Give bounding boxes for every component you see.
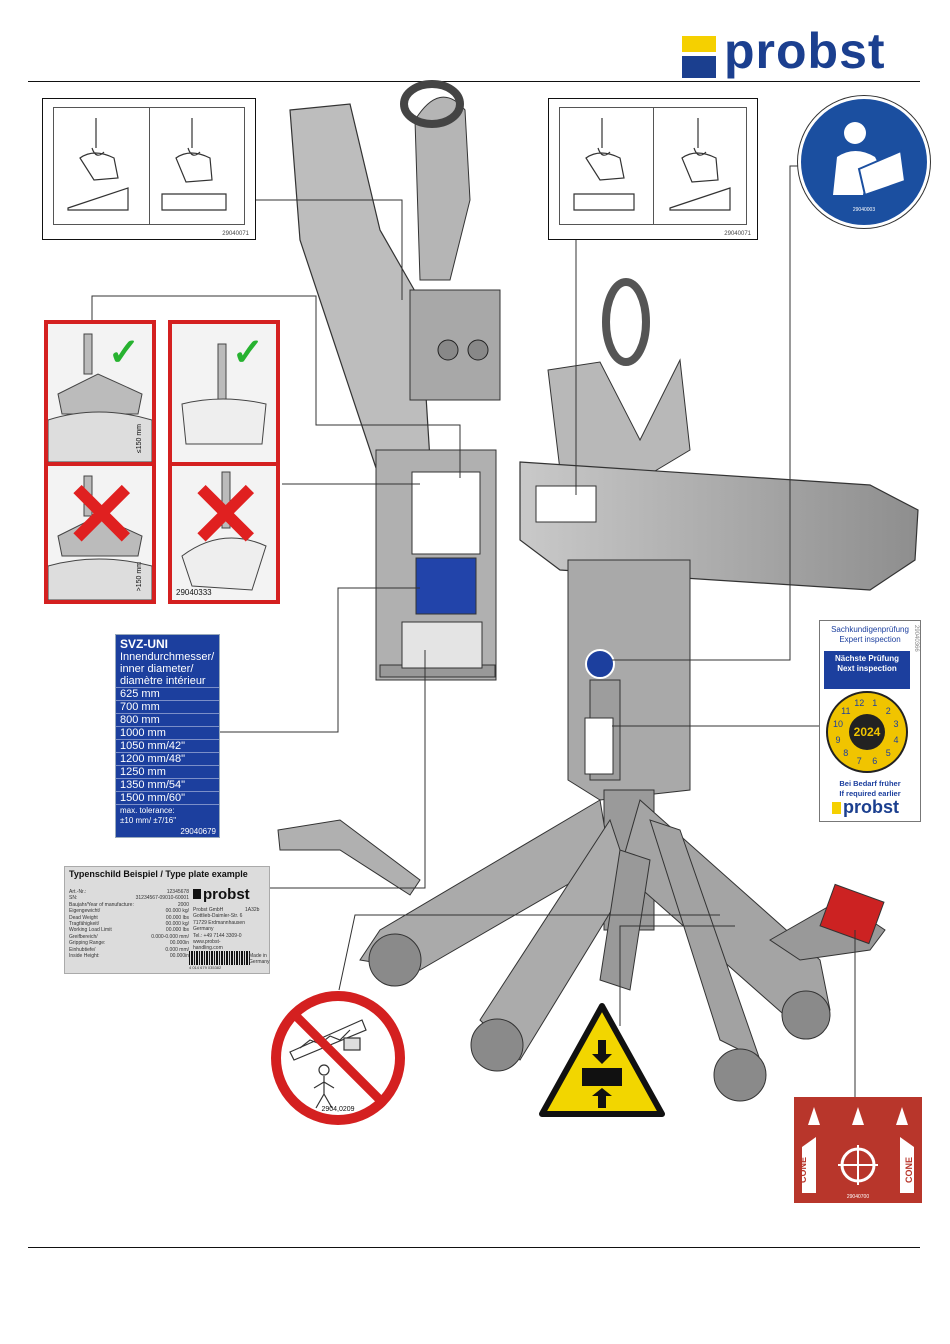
inspection-month-label: 11: [841, 706, 850, 716]
diameter-row: 800 mm: [116, 713, 219, 726]
barcode-digits: 4 014 679 035382: [189, 965, 222, 970]
probst-logo-text: probst: [724, 23, 886, 79]
tolerance-line: ±10 mm/ ±7/16": [120, 816, 177, 825]
diameter-row: 700 mm: [116, 700, 219, 713]
inspection-probst-logo: probst: [832, 797, 899, 818]
check-mark-icon: ✓: [232, 332, 264, 374]
grip-pictogram-right: 29040071: [548, 98, 758, 240]
read-manual-sign: 29040003: [798, 96, 930, 228]
diameter-table-code: 29040679: [180, 827, 216, 836]
check-mark-icon: ✓: [108, 332, 140, 374]
diameter-row: 1500 mm/60": [116, 791, 219, 804]
type-plate-logo: probst: [193, 886, 250, 903]
type-plate-labels: Art.-Nr.:SN:Baujahr/Year of manufacture:…: [69, 889, 134, 960]
diameter-row: 1350 mm/54": [116, 778, 219, 791]
inspection-month-label: 12: [854, 698, 864, 708]
read-manual-code: 29040003: [852, 207, 876, 213]
inspection-month-label: 9: [836, 735, 841, 745]
inspection-top-line: Expert inspection: [839, 635, 901, 644]
header-rule: [28, 81, 920, 82]
cone-left-label: CONE: [798, 1157, 808, 1184]
inspection-month-label: 5: [886, 748, 891, 758]
cone-sign: CONE CONE 29040700: [794, 1097, 922, 1203]
inspection-bottom-line: Bei Bedarf früher: [839, 779, 901, 788]
grip-lifting-icon: [67, 118, 227, 211]
barcode-icon: [189, 951, 251, 965]
inspection-month-label: 1: [872, 698, 877, 708]
grip-pictogram-left: 29040071: [42, 98, 256, 240]
footer-rule: [28, 1247, 920, 1248]
inspection-month-label: 4: [893, 735, 898, 745]
cross-mark-icon: ✕: [64, 466, 140, 566]
height-bad-label: >150 mm: [136, 562, 143, 592]
inspection-year: 2024: [853, 725, 881, 739]
grip-lifting-icon-2: [573, 118, 731, 211]
cross-mark-icon: ✕: [188, 466, 264, 566]
inspection-month-label: 3: [893, 719, 898, 729]
tolerance-line: max. tolerance:: [120, 806, 175, 815]
hook-bad-icon: [47, 475, 153, 601]
diameter-row: 1050 mm/42": [116, 739, 219, 752]
probst-logo-mark: [682, 36, 716, 80]
diameter-heading-line: diamètre intérieur: [120, 675, 206, 687]
hook-panel-code: 29040333: [176, 588, 212, 597]
read-manual-icon: [833, 122, 907, 197]
inspection-month-label: 10: [833, 719, 843, 729]
diameter-row: 1250 mm: [116, 765, 219, 778]
grip-right-code: 29040071: [724, 231, 751, 237]
inspection-badge: Sachkundigenprüfung Expert inspection Nä…: [819, 620, 921, 822]
hook-bad-panel-2: ✕ 29040333: [168, 462, 280, 604]
grip-left-code: 29040071: [222, 231, 249, 237]
inspection-bottom-line: If required earlier: [839, 789, 901, 798]
diameter-heading-line: inner diameter/: [120, 663, 194, 675]
next-inspection-banner: Nächste Prüfung Next inspection: [824, 651, 910, 689]
inspection-month-label: 6: [872, 756, 877, 766]
inspection-month-label: 8: [843, 748, 848, 758]
type-plate-model-code: 1A32b: [245, 907, 260, 913]
no-standing-under-load-icon: [271, 991, 405, 1125]
cone-code: 29040700: [846, 1194, 870, 1200]
hook-bad-panel-1: ✕ >150 mm: [44, 462, 156, 604]
inspection-month-label: 2: [886, 706, 891, 716]
hook-ok-panel-2: ✓: [168, 320, 280, 466]
diameter-row: 1200 mm/48": [116, 752, 219, 765]
inspection-top-line: Sachkundigenprüfung: [831, 625, 909, 634]
hook-bad-icon-2: [181, 471, 267, 591]
diameter-row: 625 mm: [116, 687, 219, 700]
cone-right-label: CONE: [904, 1157, 914, 1184]
no-standing-under-load-sign: 2904,0209: [270, 990, 406, 1126]
type-plate: Typenschild Beispiel / Type plate exampl…: [64, 866, 270, 974]
cone-arrows-icon: [802, 1107, 914, 1193]
crush-hazard-sign: [539, 1003, 665, 1117]
diameter-row: 1000 mm: [116, 726, 219, 739]
hook-usage-panel: ✓ ≤150 mm ✓ ✕ >150 mm ✕ 29040333: [44, 320, 284, 604]
no-load-code: 2904,0209: [321, 1106, 355, 1113]
hook-ok-panel-1: ✓ ≤150 mm: [44, 320, 156, 466]
diameter-heading-line: Innendurchmesser/: [120, 651, 215, 663]
hook-ok-icon-2: [181, 343, 267, 445]
diameter-table: SVZ-UNI Innendurchmesser/ inner diameter…: [115, 634, 220, 838]
probst-logo: probst: [682, 23, 922, 80]
diameter-table-title: SVZ-UNI: [120, 637, 168, 651]
type-plate-title: Typenschild Beispiel / Type plate exampl…: [69, 869, 248, 879]
inspection-month-label: 7: [857, 756, 862, 766]
height-ok-label: ≤150 mm: [136, 424, 143, 454]
inspection-side-code: 29040366: [913, 625, 919, 652]
